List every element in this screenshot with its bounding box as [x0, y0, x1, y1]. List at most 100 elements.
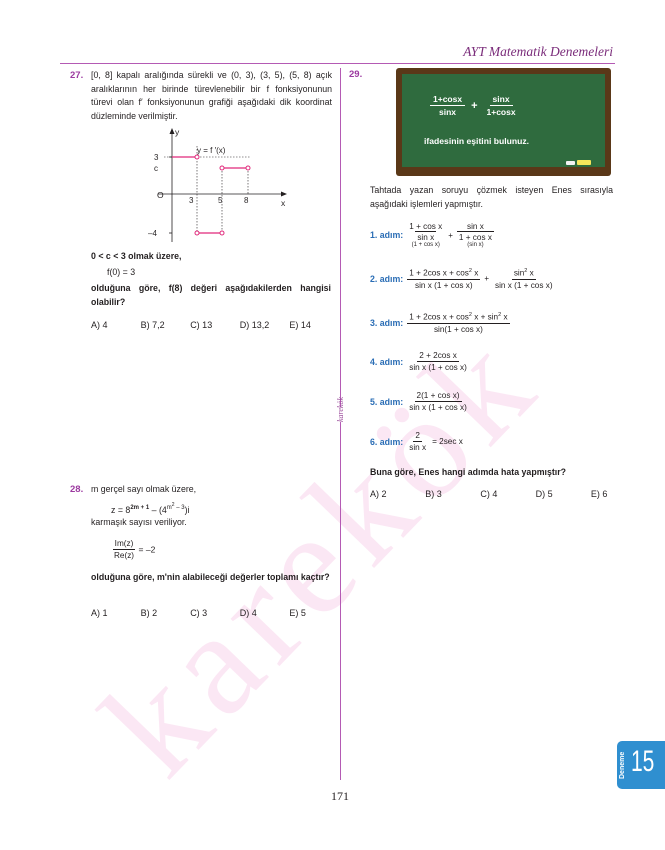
z-mid: – (4	[149, 504, 167, 515]
exponent: 2	[468, 312, 472, 318]
x-axis-label: x	[281, 198, 286, 208]
ratio-expression: Im(z) Re(z) = –2	[112, 539, 155, 560]
fraction-denominator: 1 + cos x	[456, 231, 494, 242]
numerator-text: x	[471, 268, 479, 278]
fraction-numerator: 2	[413, 431, 422, 442]
choice-e[interactable]: E) 6	[590, 489, 608, 499]
numerator-text: 1 + 2cos x + cos	[409, 312, 469, 322]
step-rhs: = 2sec x	[432, 437, 463, 446]
chalkboard: 1+cosx sinx + sinx 1+cosx ifadesinin eşi…	[402, 74, 605, 167]
choice-a[interactable]: A) 4	[91, 320, 108, 330]
fraction: sin2 x sin x (1 + cos x)	[493, 268, 555, 290]
choice-c[interactable]: C) 13	[190, 320, 213, 330]
deneme-tab: Deneme 15	[617, 741, 665, 789]
fraction: 1 + cos x sin x (1 + cos x)	[407, 222, 444, 248]
open-point	[194, 154, 200, 160]
plus-sign: +	[484, 274, 489, 284]
column-divider	[340, 68, 341, 780]
function-label: y = f ′(x)	[197, 146, 226, 155]
choice-d[interactable]: D) 5	[535, 489, 553, 499]
open-point	[219, 165, 225, 171]
x-tick-label: 3	[189, 196, 194, 205]
page-number: 171	[331, 789, 349, 803]
choice-b[interactable]: B) 7,2	[140, 320, 165, 330]
choice-a[interactable]: A) 2	[370, 489, 387, 499]
choice-b[interactable]: B) 3	[425, 489, 442, 499]
step-3: 3. adım: 1 + 2cos x + cos2 x + sin2 x si…	[370, 312, 510, 334]
fraction-denominator: Re(z)	[114, 551, 135, 560]
given-text: f(0) = 3	[107, 266, 136, 277]
z-lhs: z = 8	[111, 504, 131, 515]
open-point	[194, 230, 200, 236]
fraction-numerator: 2 + 2cos x	[417, 351, 459, 362]
choice-c[interactable]: C) 4	[480, 489, 498, 499]
fraction-denominator: sin x	[409, 443, 427, 452]
choice-e[interactable]: E) 14	[289, 320, 311, 330]
choice-a[interactable]: A) 1	[91, 608, 108, 618]
fraction-denominator: sinx	[439, 107, 457, 117]
choice-e[interactable]: E) 5	[289, 608, 306, 618]
question-intro: m gerçel sayı olmak üzere,	[91, 484, 197, 494]
choice-c[interactable]: C) 3	[190, 608, 208, 618]
exponent: 2	[524, 268, 528, 274]
fraction-numerator: 1 + 2cos x + cos2 x	[407, 268, 481, 280]
x-tick-label: 5	[218, 196, 223, 205]
fraction-denominator: sin x (1 + cos x)	[409, 363, 467, 372]
fraction: 2 + 2cos x sin x (1 + cos x)	[407, 351, 469, 372]
choice-b[interactable]: B) 2	[140, 608, 158, 618]
deneme-label: Deneme	[619, 751, 626, 779]
question-27: 27. [0, 8] kapalı aralığında sürekli ve …	[70, 69, 332, 123]
step-label: 4. adım:	[370, 356, 404, 367]
fraction-numerator: 1+cosx	[430, 94, 466, 106]
fraction-numerator: sin x	[467, 222, 484, 231]
numerator-text: 1 + 2cos x + cos	[409, 268, 469, 278]
step-4: 4. adım: 2 + 2cos x sin x (1 + cos x)	[370, 351, 469, 372]
deneme-number: 15	[631, 745, 655, 778]
plus-sign: +	[471, 99, 478, 112]
question-text: olduğuna göre, m'nin alabileceği değerle…	[91, 572, 330, 582]
answer-choices: A) 1 B) 2 C) 3 D) 4 E) 5	[91, 608, 339, 618]
x-axis-arrow	[281, 191, 287, 197]
numerator-text: x	[527, 268, 534, 278]
numerator-text: sin	[513, 268, 525, 278]
header-title: AYT Matematik Denemeleri	[463, 44, 613, 59]
question-text: Buna göre, Enes hangi adımda hata yapmış…	[370, 467, 567, 477]
chalk-piece	[577, 160, 591, 165]
ratio-fraction: Im(z) Re(z)	[112, 539, 136, 560]
plus-sign: +	[448, 230, 453, 240]
ratio-rhs: = –2	[138, 544, 156, 555]
y-axis-arrow	[169, 128, 175, 134]
side-tag: karekök	[336, 396, 345, 422]
z-expression: z = 82m + 1 – (4m2 – 3)i	[111, 499, 189, 517]
choice-d[interactable]: D) 4	[239, 608, 257, 618]
header-rule	[60, 63, 615, 64]
y-axis-label: y	[175, 127, 180, 137]
z-exponent: 2m + 1	[130, 505, 150, 511]
question-intro: [0, 8] kapalı aralığında sürekli ve (0, …	[91, 70, 332, 121]
multiplier: (1 + cos x)	[411, 242, 440, 248]
board-expression: 1+cosx sinx + sinx 1+cosx	[430, 94, 519, 117]
q29-intro: Tahtada yazan soruyu çözmek isteyen Enes…	[370, 185, 613, 209]
fraction-denominator: sin x (1 + cos x)	[415, 280, 473, 290]
step-5: 5. adım: 2(1 + cos x) sin x (1 + cos x)	[370, 391, 469, 412]
fraction-numerator: 1 + cos x	[409, 222, 443, 231]
question-28: 28. m gerçel sayı olmak üzere,	[70, 483, 332, 497]
question-number: 27.	[70, 70, 84, 81]
derivative-graph: y x y = f ′(x) O 3 c –4 3 5 8	[148, 127, 287, 242]
board-caption: ifadesinin eşitini bulunuz.	[424, 136, 530, 146]
step-label: 1. adım:	[370, 230, 404, 240]
fraction-denominator: sin x (1 + cos x)	[409, 403, 467, 412]
step-2: 2. adım: 1 + 2cos x + cos2 x sin x (1 + …	[370, 268, 555, 290]
fraction: 2(1 + cos x) sin x (1 + cos x)	[407, 391, 469, 412]
step-label: 6. adım:	[370, 436, 404, 447]
y-tick-label: c	[154, 164, 158, 173]
board-fraction: sinx 1+cosx	[484, 94, 519, 117]
choice-d[interactable]: D) 13,2	[239, 320, 270, 330]
sub-text: karmaşık sayısı veriliyor.	[91, 517, 187, 527]
condition-text: 0 < c < 3 olmak üzere,	[91, 251, 182, 261]
step-label: 2. adım:	[370, 273, 404, 284]
answer-choices: A) 2 B) 3 C) 4 D) 5 E) 6	[370, 489, 646, 499]
question-text: olduğuna göre, f(8) değeri aşağıdakilerd…	[91, 283, 331, 307]
step-label: 3. adım:	[370, 317, 404, 328]
y-tick-label: 3	[154, 153, 159, 162]
